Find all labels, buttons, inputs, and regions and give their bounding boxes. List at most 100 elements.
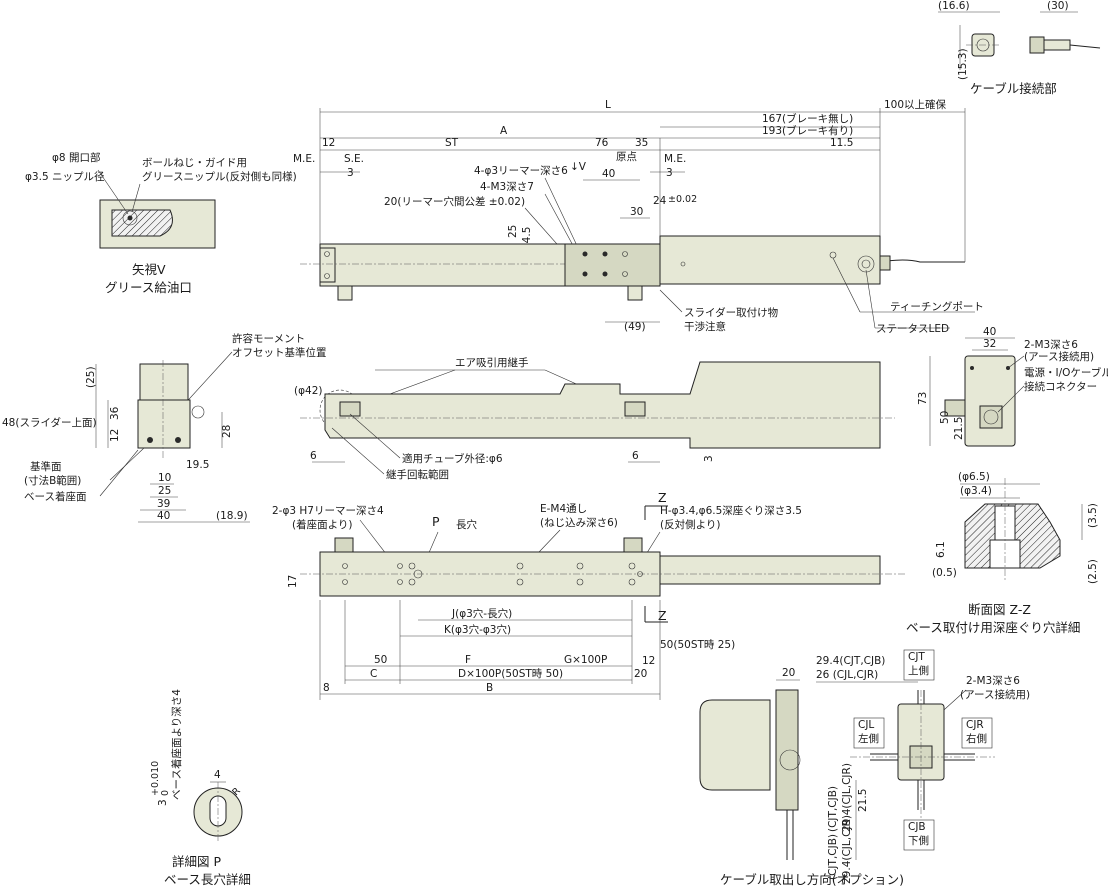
detail-p-tol-sup: +0.010 bbox=[150, 761, 161, 796]
note-ref-1: 基準面 bbox=[30, 460, 62, 473]
right-end-view: 40 32 73 50 21.5 2-M3深さ6 (アース接続用) 電源・I/O… bbox=[917, 326, 1108, 447]
p-label: P bbox=[432, 514, 440, 529]
note-conn-2: 接続コネクター bbox=[1024, 380, 1097, 393]
note-em4-2: (ねじ込み深さ6) bbox=[540, 517, 618, 529]
dim-J: J(φ3穴-長穴) bbox=[451, 607, 512, 620]
view-v-grease-1: ボールねじ・ガイド用 bbox=[142, 157, 247, 169]
note-slider-1: スライダー取付け物 bbox=[684, 306, 778, 319]
dim-40-base: 40 bbox=[157, 510, 170, 522]
detail-p: ベース着座面より深さ4 3 +0.010 0 4 R 詳細図 P ベース長穴詳細 bbox=[150, 689, 251, 887]
note-reamer-bottom-2: (着座面より) bbox=[292, 518, 352, 531]
note-status-led: ステータスLED bbox=[876, 323, 949, 335]
dim-11-5: 11.5 bbox=[830, 137, 853, 149]
note-h-2: (反対側より) bbox=[660, 518, 720, 531]
motor-unit bbox=[659, 235, 881, 285]
dim-40: 40 bbox=[602, 168, 615, 180]
power-io-connector bbox=[979, 405, 1003, 429]
dim-24-tol: ±0.02 bbox=[668, 194, 697, 205]
note-m3: 4-M3深さ7 bbox=[480, 181, 534, 193]
cable-connection-view: (16.6) (30) (15.3) ケーブル接続部 bbox=[938, 0, 1101, 96]
dim-76: 76 bbox=[595, 137, 609, 149]
dim-0-5: (0.5) bbox=[932, 567, 957, 579]
note-slider-2: 干渉注意 bbox=[684, 320, 726, 333]
z-bottom: Z bbox=[658, 608, 667, 623]
view-v-nipple: φ3.5 ニップル径 bbox=[25, 170, 105, 183]
connector-side bbox=[1029, 36, 1045, 54]
dim-25: 25 bbox=[507, 225, 519, 238]
cable-option-v5: 29.4(CJL,CJR) bbox=[841, 815, 853, 884]
note-em4-1: E-M4通し bbox=[540, 503, 587, 515]
dim-F: F bbox=[465, 654, 471, 666]
mounting-holes bbox=[342, 562, 643, 586]
note-h-1: H-φ3.4,φ6.5深座ぐり深さ3.5 bbox=[660, 504, 802, 517]
end-base bbox=[137, 399, 191, 449]
dim-30: 30 bbox=[630, 206, 643, 218]
grease-nipple-icon bbox=[122, 210, 138, 226]
cable-option-26: 26 (CJL,CJR) bbox=[816, 669, 878, 681]
dim-C: C bbox=[370, 668, 377, 680]
detail-p-dim-4: 4 bbox=[214, 769, 221, 781]
dim-30: (30) bbox=[1047, 0, 1069, 12]
dim-6-1: 6.1 bbox=[935, 541, 947, 558]
dim-25-base: 25 bbox=[158, 485, 171, 497]
arrow-V: ↓V bbox=[570, 161, 587, 173]
dim-3-left: 3 bbox=[347, 167, 354, 179]
front-body bbox=[324, 361, 881, 449]
dim-16-6: (16.6) bbox=[938, 0, 970, 12]
bottom-view: Z 2-φ3 H7リーマー深さ4 (着座面より) P 長穴 E-M4通し (ねじ… bbox=[272, 490, 905, 700]
dim-167: 167(ブレーキ無し) bbox=[762, 112, 853, 125]
dim-17: 17 bbox=[287, 575, 299, 588]
note-ref-2: (寸法B範囲) bbox=[24, 474, 81, 487]
air-joint bbox=[337, 285, 353, 301]
dim-36: 36 bbox=[109, 406, 121, 420]
dim-32-right: 32 bbox=[983, 338, 996, 350]
dim-40-right: 40 bbox=[983, 326, 996, 338]
z-top: Z bbox=[658, 490, 667, 505]
note-teaching-port: ティーチングポート bbox=[890, 300, 984, 313]
dim-39: 39 bbox=[157, 498, 170, 510]
dim-6-left: 6 bbox=[310, 450, 317, 462]
dim-18-9: (18.9) bbox=[216, 510, 248, 522]
dim-50-st: 50(50ST時 25) bbox=[660, 639, 735, 651]
detail-p-tol: 3 bbox=[157, 799, 169, 806]
slider bbox=[564, 243, 661, 287]
top-view: L 100以上確保 167(ブレーキ無し) 193(ブレーキ有り) A 12 S… bbox=[293, 98, 984, 335]
cable-option-side-body bbox=[699, 699, 771, 791]
note-rotation: 継手回転範囲 bbox=[386, 468, 449, 481]
dim-phi3-4: (φ3.4) bbox=[960, 485, 992, 497]
cjb-2: 下側 bbox=[908, 834, 929, 847]
dim-ST: ST bbox=[445, 137, 459, 149]
m3-option-2: (アース接続用) bbox=[960, 688, 1030, 701]
dim-3-5: (3.5) bbox=[1087, 503, 1099, 528]
dim-15-3: (15.3) bbox=[957, 48, 969, 80]
teaching-port-icon bbox=[857, 255, 875, 273]
dim-D: D×100P(50ST時 50) bbox=[458, 668, 563, 680]
dim-phi42: (φ42) bbox=[294, 385, 322, 397]
dim-12: 12 bbox=[322, 137, 335, 149]
cjt-2: 上側 bbox=[908, 664, 929, 677]
dim-12-side: 12 bbox=[109, 429, 121, 442]
detail-p-tol-sub: 0 bbox=[160, 790, 171, 796]
dim-35: 35 bbox=[635, 137, 648, 149]
cable-option-21-5: 21.5 bbox=[857, 789, 869, 812]
bottom-motor bbox=[659, 555, 881, 585]
note-reamer-bottom-1: 2-φ3 H7リーマー深さ4 bbox=[272, 505, 384, 517]
dim-50-bottom: 50 bbox=[374, 654, 387, 666]
note-base-seat: ベース着座面 bbox=[24, 490, 86, 503]
dim-25-side: (25) bbox=[85, 366, 97, 388]
m3-option-1: 2-M3深さ6 bbox=[966, 675, 1020, 687]
dim-origin: 原点 bbox=[616, 151, 637, 163]
dim-phi6-5: (φ6.5) bbox=[958, 471, 990, 483]
view-v: φ8 開口部 φ3.5 ニップル径 ボールねじ・ガイド用 グリースニップル(反対… bbox=[25, 151, 297, 295]
dim-3-front: 3 bbox=[703, 455, 715, 462]
dim-10: 10 bbox=[158, 472, 171, 484]
cable-option-v1: (CJT,CJB) bbox=[827, 786, 839, 832]
dim-ME-right: M.E. bbox=[664, 153, 686, 165]
view-v-caption-1: 矢視V bbox=[132, 262, 166, 277]
dim-100: 100以上確保 bbox=[884, 98, 947, 111]
view-v-grease-2: グリースニップル(反対側も同様) bbox=[142, 170, 297, 183]
dim-6-right: 6 bbox=[632, 450, 639, 462]
dim-20: 20 bbox=[634, 668, 647, 680]
cable-option-20: 20 bbox=[782, 667, 795, 679]
